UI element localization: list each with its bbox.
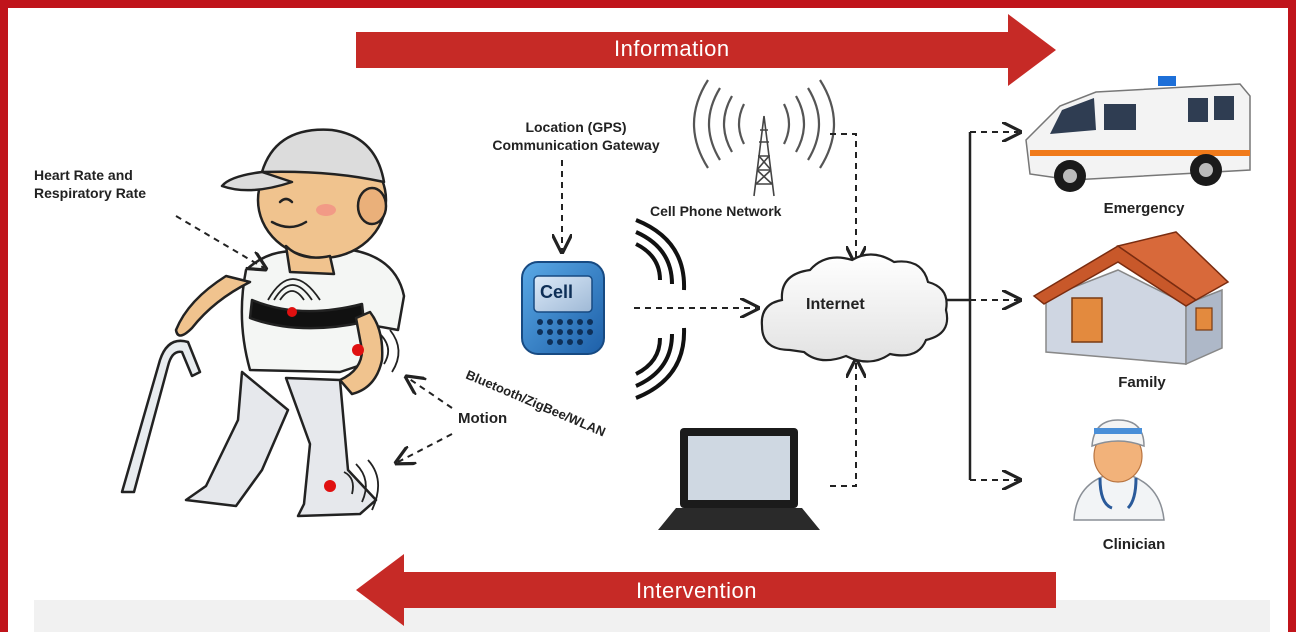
ambulance-icon	[1025, 76, 1251, 192]
elderly-patient-figure	[120, 128, 406, 518]
intervention-arrow	[356, 554, 1056, 626]
body-sensors	[267, 278, 400, 511]
clinician-icon	[1073, 419, 1165, 521]
internet-cloud-icon	[760, 253, 949, 363]
clinician-label: Clinician	[1102, 536, 1166, 553]
intervention-label: Intervention	[636, 578, 757, 603]
heart-rate-arrow	[175, 215, 264, 268]
motion-arrow-arm	[408, 378, 453, 409]
tower-to-internet-arrow	[830, 133, 856, 262]
laptop-to-internet-arrow	[830, 362, 856, 487]
emergency-label: Emergency	[1103, 200, 1185, 217]
cell-network-label: Cell Phone Network	[650, 203, 782, 219]
information-arrow	[356, 14, 1056, 86]
information-label: Information	[614, 36, 730, 61]
internet-label: Internet	[806, 296, 865, 313]
house-icon	[1032, 231, 1230, 366]
phone-wireless-waves	[635, 218, 687, 400]
laptop-icon	[658, 428, 820, 530]
heart-rate-label: Heart Rate and Respiratory Rate	[34, 167, 147, 201]
gps-label: Location (GPS) Communication Gateway	[492, 119, 660, 153]
motion-label: Motion	[458, 410, 508, 427]
phone-screen-label: Cell	[540, 282, 574, 302]
cell-tower-icon	[692, 79, 836, 197]
cell-phone-icon	[521, 261, 605, 355]
motion-arrow-leg	[398, 433, 453, 462]
family-label: Family	[1118, 374, 1166, 391]
